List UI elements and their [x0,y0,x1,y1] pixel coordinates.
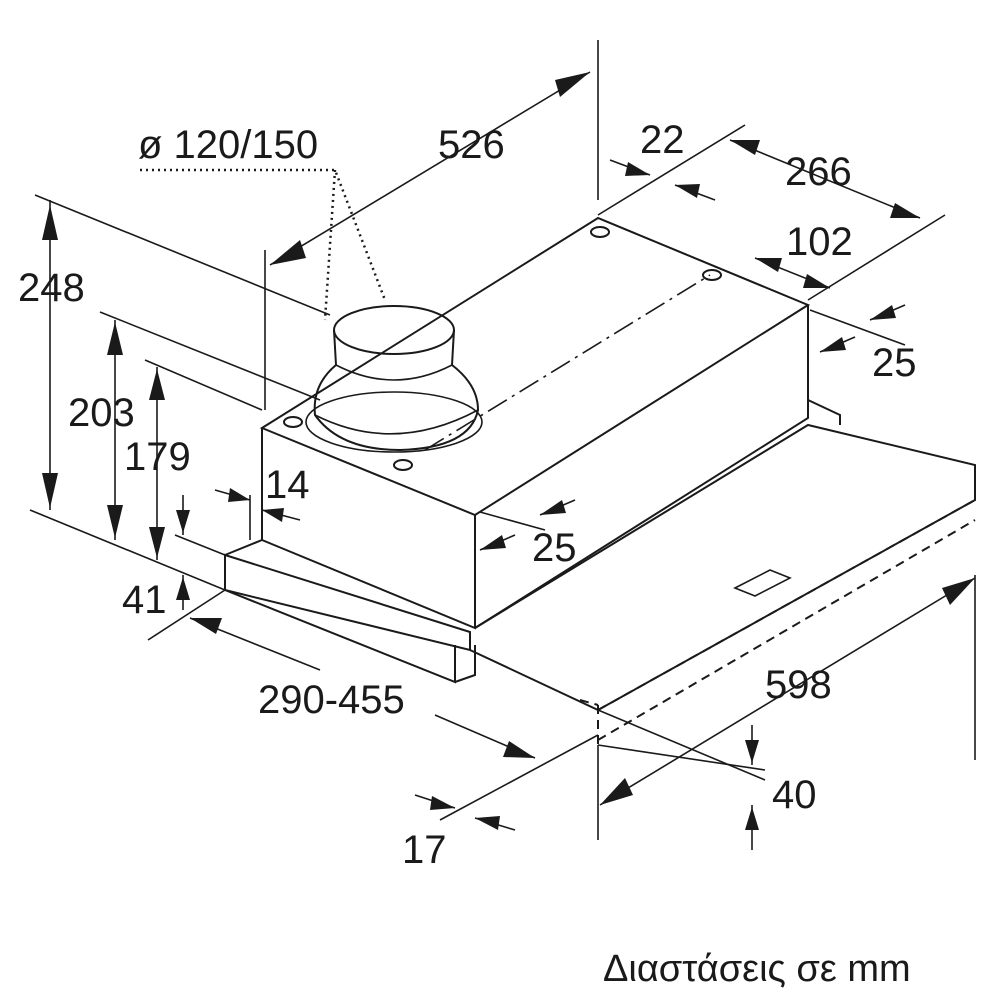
label-14: 14 [265,463,310,507]
label-598: 598 [765,663,832,707]
label-526: 526 [438,123,505,167]
label-290-455: 290-455 [258,678,405,722]
label-266: 266 [785,150,852,194]
label-203: 203 [68,391,135,435]
label-17: 17 [402,828,447,872]
label-25-top: 25 [872,341,917,385]
hood-body [140,168,976,745]
label-25-front: 25 [532,526,577,570]
label-102: 102 [786,220,853,264]
label-41: 41 [122,578,167,622]
dimension-lines [29,40,976,850]
label-248: 248 [18,266,85,310]
label-duct-diameter: ø 120/150 [138,123,319,167]
label-179: 179 [124,435,191,479]
units-caption: Διαστάσεις σε mm [603,948,911,990]
label-40: 40 [772,773,817,817]
label-22: 22 [640,118,685,162]
